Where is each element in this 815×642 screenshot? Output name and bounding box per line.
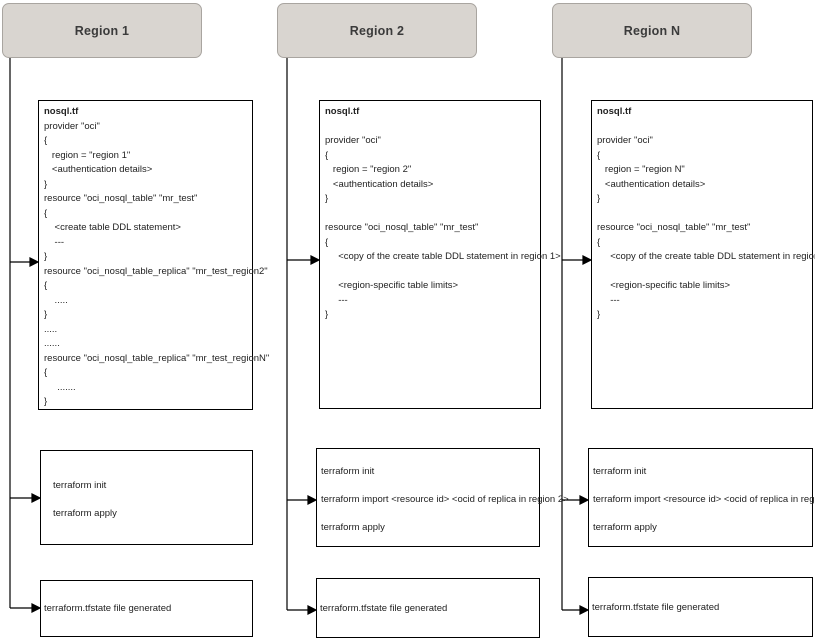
region2-header: Region 2 bbox=[277, 3, 477, 58]
regionN-config-code: provider "oci" { region = "region N" <au… bbox=[597, 135, 815, 320]
region2-command: terraform apply bbox=[321, 521, 385, 533]
region2-config-filename: nosql.tf bbox=[325, 106, 360, 117]
region1-header: Region 1 bbox=[2, 3, 202, 58]
region1-config-filename: nosql.tf bbox=[44, 106, 79, 117]
region1-header-label: Region 1 bbox=[74, 23, 130, 38]
regionN-command: terraform apply bbox=[593, 521, 657, 533]
region1-commands-box: terraform init terraform apply bbox=[40, 450, 253, 545]
connector-regionN bbox=[561, 58, 593, 615]
connector-region2 bbox=[286, 58, 321, 615]
region1-config-code: provider "oci" { region = "region 1" <au… bbox=[44, 120, 270, 408]
regionN-command: terraform import <resource id> <ocid of … bbox=[593, 493, 815, 505]
regionN-config-filename: nosql.tf bbox=[597, 106, 632, 117]
regionN-header: Region N bbox=[552, 3, 752, 58]
regionN-output-label: terraform.tfstate file generated bbox=[592, 601, 720, 613]
region2-output-label: terraform.tfstate file generated bbox=[320, 602, 448, 614]
region1-config-box: nosql.tf provider "oci" { region = "regi… bbox=[38, 100, 270, 410]
region2-command: terraform init bbox=[321, 465, 375, 477]
connector-region1 bbox=[9, 58, 42, 613]
region1-output-box: terraform.tfstate file generated bbox=[40, 580, 253, 637]
region2-commands-box: terraform init terraform import <resourc… bbox=[316, 448, 569, 547]
region2-header-label: Region 2 bbox=[349, 23, 405, 38]
region2-command: terraform import <resource id> <ocid of … bbox=[321, 493, 569, 505]
region2-output-box: terraform.tfstate file generated bbox=[316, 578, 540, 638]
region1-command: terraform apply bbox=[53, 507, 117, 519]
regionN-header-label: Region N bbox=[623, 23, 681, 38]
regionN-output-box: terraform.tfstate file generated bbox=[588, 577, 813, 637]
region1-output-label: terraform.tfstate file generated bbox=[44, 603, 172, 614]
region2-config-box: nosql.tf provider "oci" { region = "regi… bbox=[319, 100, 561, 409]
region1-command: terraform init bbox=[53, 479, 107, 491]
regionN-commands-box: terraform init terraform import <resourc… bbox=[588, 448, 815, 547]
region2-config-code: provider "oci" { region = "region 2" <au… bbox=[325, 135, 561, 320]
regionN-command: terraform init bbox=[593, 465, 647, 477]
regionN-config-box: nosql.tf provider "oci" { region = "regi… bbox=[591, 100, 815, 409]
